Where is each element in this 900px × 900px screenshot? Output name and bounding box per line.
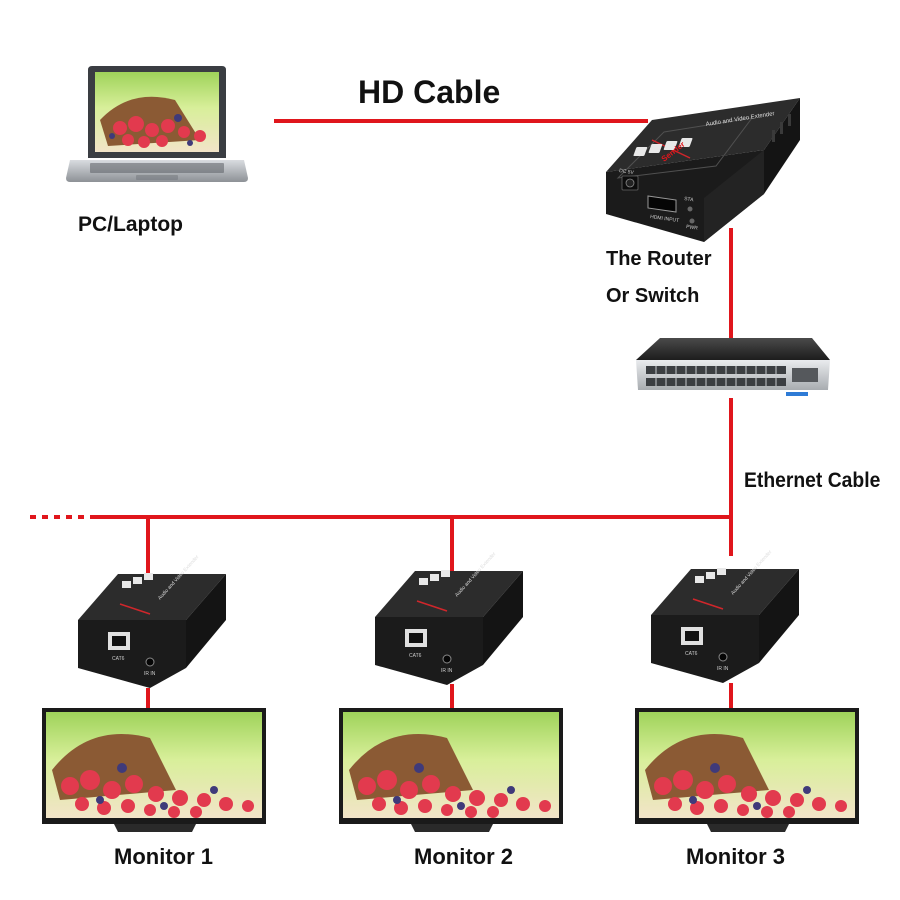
monitor-1-label: Monitor 1 xyxy=(114,844,213,869)
sender-port-hdmi: HDMI INPUT xyxy=(650,214,680,224)
bus-continuation-dots xyxy=(30,515,96,519)
sender-port-dc: DC 5V xyxy=(619,168,635,176)
receiver-extender-icon: Audio and Video Extender CAT6 IR IN xyxy=(651,549,799,683)
pc-laptop-label: PC/Laptop xyxy=(78,213,183,236)
receiver-2-port-ir: IR IN xyxy=(441,668,453,674)
receiver-1-port-cat6: CAT6 xyxy=(112,656,125,662)
sender-extender-icon: Sender Audio and Video Extender DC 5V HD… xyxy=(606,98,800,242)
monitor-1-icon xyxy=(42,708,266,832)
receiver-2-port-cat6: CAT6 xyxy=(409,653,422,659)
receiver-3-port-ir: IR IN xyxy=(717,666,729,672)
monitor-3-label: Monitor 3 xyxy=(686,844,785,869)
sender-port-sta: STA xyxy=(684,196,695,203)
network-switch-icon xyxy=(636,338,830,396)
laptop-icon xyxy=(66,66,248,182)
monitor-2-icon xyxy=(339,708,563,832)
receiver-extender-icon: Audio and Video Extender CAT6 IR IN xyxy=(78,554,226,688)
receiver-3-port-cat6: CAT6 xyxy=(685,651,698,657)
ethernet-cable-label: Ethernet Cable xyxy=(744,469,881,492)
monitor-3-icon xyxy=(635,708,859,832)
receiver-extender-icon: Audio and Video Extender CAT6 IR IN xyxy=(375,551,523,685)
router-label-line2: Or Switch xyxy=(606,285,700,307)
monitor-2-label: Monitor 2 xyxy=(414,844,513,869)
cables xyxy=(96,119,733,710)
sender-port-pwr: PWR xyxy=(686,224,699,232)
hd-cable-label: HD Cable xyxy=(358,74,501,110)
receiver-1-port-ir: IR IN xyxy=(144,671,156,677)
router-label-line1: The Router xyxy=(606,248,712,270)
